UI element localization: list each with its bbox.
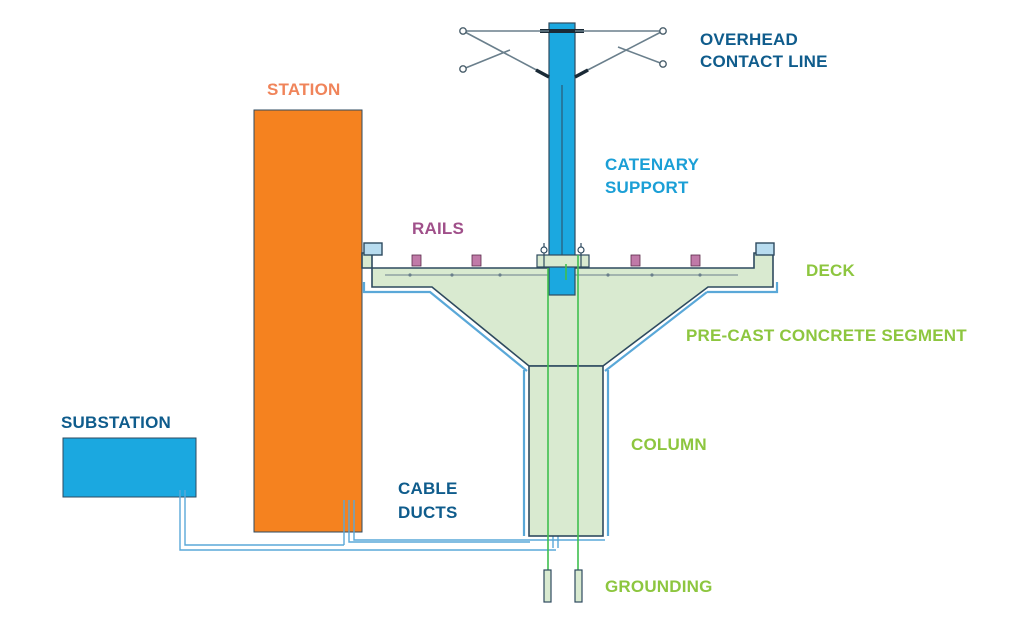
substation-block — [62, 437, 197, 498]
rail-2 — [471, 254, 482, 267]
deck-upstand-right — [755, 242, 775, 256]
label-rails: RAILS — [412, 219, 464, 238]
rail-1 — [411, 254, 422, 267]
anchor-bolts — [540, 243, 585, 268]
label-deck: DECK — [806, 261, 855, 280]
mast-base-plate — [536, 254, 590, 268]
rails — [411, 254, 701, 267]
label-cable-ducts-1: CABLE — [398, 479, 458, 498]
segment-lining — [362, 282, 779, 372]
station-block — [253, 109, 363, 533]
label-overhead-2: CONTACT LINE — [700, 52, 828, 71]
deck-upstand-left — [363, 242, 383, 256]
label-catenary-2: SUPPORT — [605, 178, 689, 197]
overhead-contact-line — [462, 30, 664, 75]
label-substation: SUBSTATION — [61, 413, 171, 432]
ground-rod-right — [574, 569, 583, 603]
deck-dots — [408, 273, 702, 277]
label-cable-ducts-2: DUCTS — [398, 503, 458, 522]
label-precast: PRE-CAST CONCRETE SEGMENT — [686, 326, 967, 345]
insulators — [535, 68, 589, 79]
rail-3 — [630, 254, 641, 267]
label-grounding: GROUNDING — [605, 577, 713, 596]
grounding-wires — [547, 255, 579, 570]
ground-rod-left — [543, 569, 552, 603]
label-station: STATION — [267, 80, 340, 99]
label-overhead-1: OVERHEAD — [700, 30, 798, 49]
label-catenary-1: CATENARY — [605, 155, 700, 174]
rail-4 — [690, 254, 701, 267]
label-column: COLUMN — [631, 435, 707, 454]
wire-ends — [459, 27, 667, 73]
column — [528, 365, 604, 537]
